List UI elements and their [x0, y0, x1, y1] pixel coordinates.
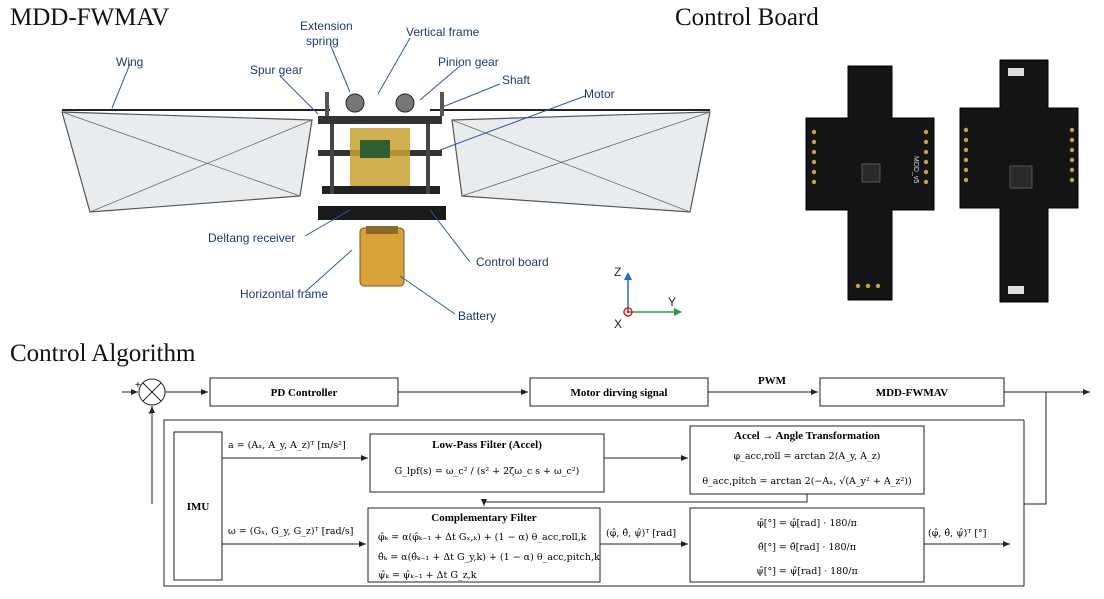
board-silkscreen-label: MDD_v5 [912, 156, 919, 183]
label-horizontal-frame: Horizontal frame [240, 287, 328, 301]
vehicle-figure: Wing Spur gear Extension spring Vertical… [61, 19, 1079, 331]
vehicle-body [318, 92, 446, 287]
deg-eq3: ψ̂[°] = ψ̂[rad] · 180/π [756, 566, 857, 577]
pd-controller-label: PD Controller [271, 387, 338, 399]
low-pass-filter-block [369, 433, 605, 493]
control-board-front: MDD_v5 [805, 65, 935, 301]
label-wing: Wing [116, 55, 143, 69]
lpf-title: Low-Pass Filter (Accel) [432, 439, 542, 451]
rad-to-deg-block [689, 507, 925, 583]
lpf-equation: G_lpf(s) = ω_c² / (s² + 2ζω_c s + ω_c²) [395, 466, 580, 477]
label-vertical-frame: Vertical frame [406, 25, 480, 39]
wing-left [61, 109, 330, 213]
deg-eq2: θ̂[°] = θ̂[rad] · 180/π [758, 542, 856, 553]
axis-y-label: Y [668, 295, 676, 309]
comp-filter-eq1: φ̂ₖ = α(φ̂ₖ₋₁ + Δt Gₓ,ₖ) + (1 − α) θ_acc… [378, 532, 587, 543]
label-deltang-receiver: Deltang receiver [208, 231, 295, 245]
axes-indicator: Z Y X [614, 265, 682, 331]
label-battery: Battery [458, 309, 496, 323]
accel-angle-eq2: θ_acc,pitch = arctan 2(−Aₓ, √(A_y² + A_z… [702, 476, 911, 487]
comp-filter-title: Complementary Filter [431, 512, 536, 524]
motor-signal-label: Motor dirving signal [571, 387, 668, 399]
gyro-input-label: ω = (Gₓ, G_y, G_z)ᵀ [rad/s] [228, 526, 353, 537]
axis-x-label: X [614, 317, 622, 331]
pd-controller-block [209, 377, 399, 407]
summing-junction: + - [122, 378, 166, 419]
accel-input-label: a = (Aₓ, A_y, A_z)ᵀ [m/s²] [228, 440, 346, 451]
axis-z-label: Z [614, 265, 621, 279]
deg-eq1: φ̂[°] = φ̂[rad] · 180/π [757, 518, 857, 529]
complementary-filter-block [367, 507, 601, 583]
deg-output-label: (φ̂, θ̂, ψ̂)ᵀ [°] [928, 528, 986, 539]
label-extension-spring-line2: spring [306, 34, 339, 48]
pwm-label: PWM [758, 375, 787, 387]
label-spur-gear: Spur gear [250, 63, 303, 77]
imu-label: IMU [187, 501, 210, 513]
sum-plus-sign: + [135, 380, 141, 391]
imu-block [173, 431, 223, 581]
label-extension-spring-line1: Extension [300, 19, 353, 33]
sum-minus-sign: - [148, 408, 151, 419]
control-algorithm-title: Control Algorithm [10, 340, 196, 367]
accel-angle-eq1: φ_acc,roll = arctan 2(A_y, A_z) [733, 451, 880, 462]
vehicle-title: MDD-FWMAV [10, 4, 170, 31]
control-board-title: Control Board [675, 4, 819, 31]
comp-filter-eq2: θ̂ₖ = α(θ̂ₖ₋₁ + Δt G_y,k) + (1 − α) θ_ac… [378, 552, 600, 563]
label-control-board: Control board [476, 255, 549, 269]
accel-angle-title: Accel → Angle Transformation [734, 430, 880, 442]
motor-signal-block [529, 377, 709, 407]
plant-label: MDD-FWMAV [876, 387, 949, 399]
wing-right [430, 109, 711, 213]
block-diagram: + - PD Controller Motor dirving signal P… [122, 375, 1090, 587]
label-shaft: Shaft [502, 73, 531, 87]
comp-filter-eq3: ψ̂ₖ = ψ̂ₖ₋₁ + Δt G_z,k [378, 570, 477, 581]
rad-output-label: (φ̂, θ̂, ψ̂)ᵀ [rad] [606, 528, 676, 539]
label-pinion-gear: Pinion gear [438, 55, 499, 69]
accel-angle-block [689, 425, 925, 495]
control-board-back [959, 59, 1079, 303]
label-motor: Motor [584, 87, 615, 101]
